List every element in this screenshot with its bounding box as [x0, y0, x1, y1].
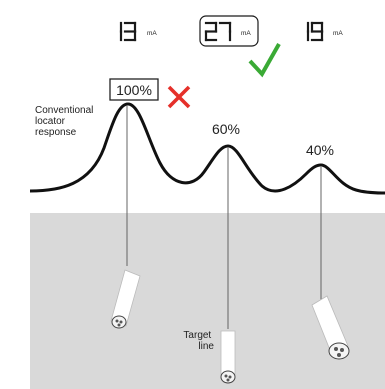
reading-1: mA [119, 21, 157, 42]
target-line-label: Target line [183, 330, 214, 352]
ground-area [30, 213, 385, 389]
reading-3: mA [306, 21, 343, 42]
response-label-line-2: locator [35, 116, 66, 127]
reading-2-frame [199, 15, 259, 47]
reading-2-unit: mA [241, 30, 251, 37]
reading-1-digits [119, 21, 137, 42]
cable-2 [220, 330, 236, 384]
cable-3 [311, 295, 350, 360]
response-label: Conventional locator response [35, 105, 96, 138]
target-label-line-2: line [198, 341, 214, 352]
response-label-line-3: response [35, 127, 77, 138]
peak-2-percent: 60% [212, 121, 240, 137]
reading-3-unit: mA [333, 30, 343, 37]
reading-3-digits [306, 21, 324, 42]
reading-1-unit: mA [147, 30, 157, 37]
reading-2-digit-2 [218, 21, 232, 42]
target-label-line-1: Target [183, 330, 211, 341]
peak-1-percent: 100% [116, 82, 152, 98]
peak-1-box [109, 78, 159, 101]
reading-3-digit-2 [310, 21, 324, 42]
reading-2-digits [204, 21, 232, 42]
reading-1-digit-2 [123, 21, 137, 42]
response-label-line-1: Conventional [35, 105, 93, 116]
peak-3-percent: 40% [306, 142, 334, 158]
cross-icon [167, 85, 191, 109]
check-icon [248, 43, 281, 78]
reading-2: mA [199, 15, 259, 47]
cable-1 [110, 269, 141, 329]
reading-2-digit-1 [204, 21, 218, 42]
response-curve [29, 102, 385, 195]
